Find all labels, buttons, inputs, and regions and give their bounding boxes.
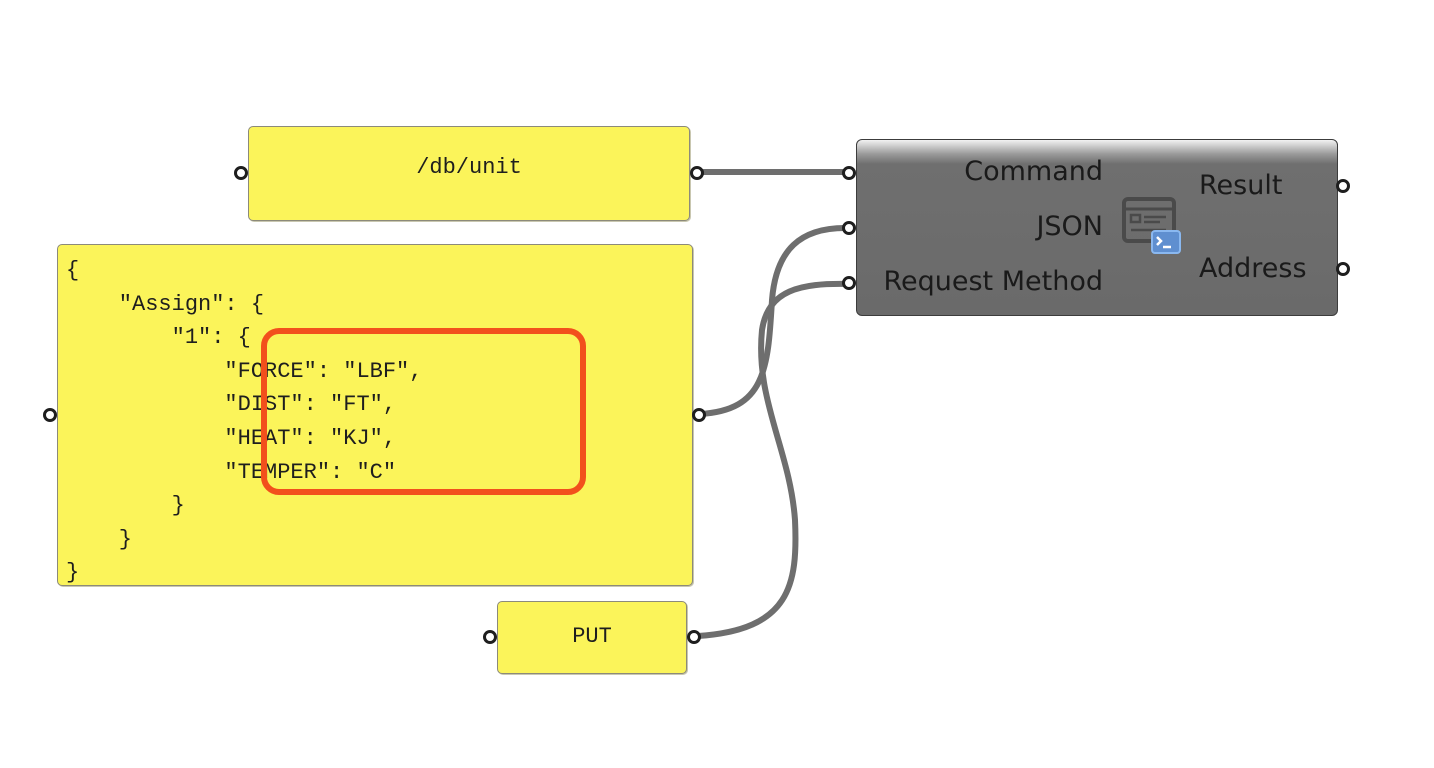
json-panel[interactable]: { "Assign": { "1": { "FORCE": "LBF", "DI…: [57, 244, 693, 586]
json-panel-output-grip[interactable]: [692, 408, 706, 422]
wire-json: [697, 224, 851, 417]
request-method-panel[interactable]: PUT: [497, 601, 687, 674]
input-grip-json[interactable]: [842, 221, 856, 235]
request-method-panel-text: PUT: [572, 624, 612, 649]
input-label-request-method: Request Method: [883, 266, 1103, 297]
command-panel-output-grip[interactable]: [690, 166, 704, 180]
method-panel-input-grip[interactable]: [483, 630, 497, 644]
command-panel[interactable]: /db/unit: [248, 126, 690, 221]
output-grip-address[interactable]: [1336, 262, 1350, 276]
terminal-window-icon: [1122, 197, 1181, 254]
output-label-result: Result: [1199, 170, 1283, 201]
command-panel-text: /db/unit: [416, 155, 522, 180]
output-label-address: Address: [1199, 253, 1307, 284]
output-grip-result[interactable]: [1336, 179, 1350, 193]
input-grip-request-method[interactable]: [842, 276, 856, 290]
input-label-json: JSON: [1036, 211, 1103, 242]
wire-method: [695, 280, 851, 639]
method-panel-output-grip[interactable]: [687, 630, 701, 644]
json-panel-input-grip[interactable]: [43, 408, 57, 422]
input-label-command: Command: [964, 156, 1103, 187]
highlight-box: [261, 328, 586, 495]
command-panel-input-grip[interactable]: [234, 166, 248, 180]
request-component[interactable]: Command JSON Request Method Result Addre…: [856, 139, 1338, 316]
json-panel-text: { "Assign": { "1": { "FORCE": "LBF", "DI…: [66, 258, 423, 586]
input-grip-command[interactable]: [842, 166, 856, 180]
